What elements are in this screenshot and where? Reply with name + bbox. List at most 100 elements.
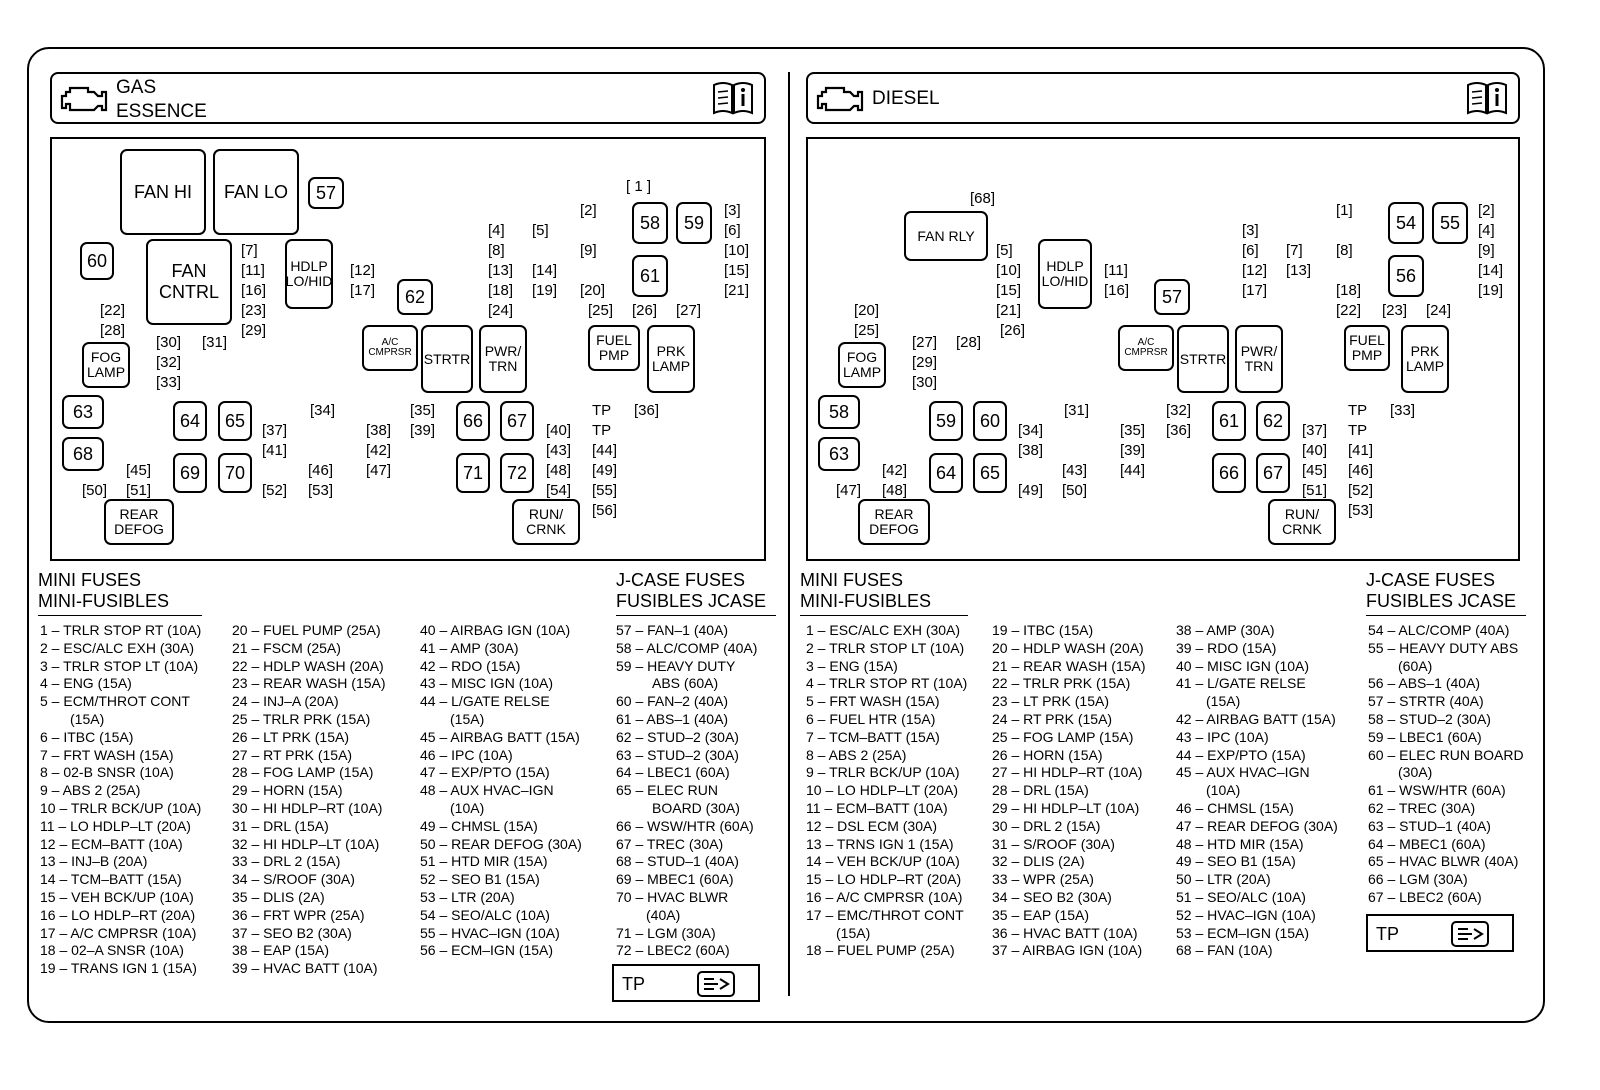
fuse-57: 57 (1154, 279, 1190, 315)
strtr-relay: STRTR (421, 325, 473, 393)
fuse-list-item: 11 – ECM–BATT (10A) (806, 799, 948, 816)
mini-fuse-label: [52] (1348, 482, 1374, 499)
mini-fuse-label: [48] (546, 462, 572, 479)
gas-tp-box: TP (612, 964, 760, 1002)
fuse-list-item: 34 – S/ROOF (30A) (232, 871, 355, 888)
fuse-list-item: 61 – WSW/HTR (60A) (1368, 782, 1506, 799)
underline (38, 615, 202, 616)
fuse-67: 67 (500, 401, 534, 441)
fuse-list-item: 66 – LGM (30A) (1368, 871, 1468, 888)
fuse-list-item: (10A) (1206, 782, 1241, 799)
fuse-list-item: 70 – HVAC BLWR (616, 888, 729, 905)
fuse-list-item: 38 – EAP (15A) (232, 942, 330, 959)
fuse-55: 55 (1432, 202, 1468, 244)
label-frame (27, 47, 1545, 1023)
fuse-list-item: 31 – S/ROOF (30A) (992, 835, 1115, 852)
fuse-54: 54 (1388, 202, 1424, 244)
mini-fuse-label: [49] (592, 462, 618, 479)
mini-fuse-label: [45] (126, 462, 152, 479)
fuse-66: 66 (456, 401, 490, 441)
fuse-list-item: 48 – AUX HVAC–IGN (420, 782, 554, 799)
fuse-list-item: 47 – EXP/PTO (15A) (420, 764, 550, 781)
mini-fuse-label: [53] (308, 482, 334, 499)
fuse-64: 64 (173, 401, 207, 441)
mini-fuse-label: [3] (724, 202, 741, 219)
pwr-trn-relay: PWR/TRN (1235, 325, 1283, 393)
fuse-61: 61 (1212, 401, 1246, 441)
mini-fuse-label: [53] (1348, 502, 1374, 519)
mini-fuse-label: [16] (1104, 282, 1130, 299)
mini-fuse-label: [19] (532, 282, 558, 299)
mini-fuse-label: [43] (1062, 462, 1088, 479)
mini-fuse-label: [15] (996, 282, 1022, 299)
mini-fuse-label: [49] (1018, 482, 1044, 499)
diesel-fuse-list-col4: 54 – ALC/COMP (40A)55 – HEAVY DUTY ABS(6… (1368, 622, 1543, 907)
mini-fuse-label: [39] (410, 422, 436, 439)
fuse-list-item: 15 – LO HDLP–RT (20A) (806, 871, 962, 888)
mini-fuse-label: [18] (1336, 282, 1362, 299)
mini-fuse-label: [12] (1242, 262, 1268, 279)
fuse-list-item: 30 – DRL 2 (15A) (992, 817, 1101, 834)
fuse-list-item: 11 – LO HDLP–LT (20A) (40, 817, 191, 834)
fuse-63: 63 (62, 395, 104, 429)
fuse-list-item: (60A) (1398, 657, 1433, 674)
center-divider (788, 72, 790, 996)
fuse-list-item: 13 – INJ–B (20A) (40, 853, 148, 870)
mini-fuse-label: [27] (912, 334, 938, 351)
mini-fuse-label: [1] (1336, 202, 1353, 219)
fuse-list-item: 19 – ITBC (15A) (992, 622, 1094, 638)
mini-fuse-label: [52] (262, 482, 288, 499)
fuse-list-item: 18 – FUEL PUMP (25A) (806, 942, 955, 959)
mini-fuse-label: [4] (1478, 222, 1495, 239)
fuse-62: 62 (1256, 401, 1290, 441)
fuse-list-item: BOARD (30A) (652, 799, 740, 816)
fuse-list-item: 20 – FUEL PUMP (25A) (232, 622, 381, 638)
underline (800, 615, 968, 616)
mini-fuse-label: [21] (996, 302, 1022, 319)
fuse-list-item: 60 – FAN–2 (40A) (616, 693, 729, 710)
fuse-list-item: 59 – LBEC1 (60A) (1368, 728, 1482, 745)
fuse-56: 56 (1388, 255, 1424, 297)
mini-fuse-label: [51] (1302, 482, 1328, 499)
fuse-list-item: 54 – SEO/ALC (10A) (420, 906, 550, 923)
mini-fuse-label: [7] (1286, 242, 1303, 259)
fuse-list-item: 8 – 02-B SNSR (10A) (40, 764, 174, 781)
mini-fuse-label: [23] (241, 302, 267, 319)
fuse-list-item: 56 – ECM–IGN (15A) (420, 942, 554, 959)
fuse-list-item: 67 – LBEC2 (60A) (1368, 888, 1482, 905)
mini-fuse-label: [26] (632, 302, 658, 319)
fuse-list-item: 55 – HEAVY DUTY ABS (1368, 639, 1519, 656)
fuse-list-item: 3 – ENG (15A) (806, 657, 898, 674)
mini-fuse-label: [4] (488, 222, 505, 239)
fuse-list-item: 21 – FSCM (25A) (232, 639, 341, 656)
mini-fuse-label: [54] (546, 482, 572, 499)
diesel-fuse-list-col1: 1 – ESC/ALC EXH (30A)2 – TRLR STOP LT (1… (806, 622, 991, 960)
fuse-list-item: (15A) (70, 710, 105, 727)
fuse-list-item: 43 – IPC (10A) (1176, 728, 1269, 745)
fuse-58: 58 (632, 202, 668, 244)
mini-fuse-label: [11] (241, 262, 265, 279)
mini-fuse-label: [46] (308, 462, 334, 479)
fuse-list-item: (15A) (836, 924, 871, 941)
mini-fuse-label: [21] (724, 282, 750, 299)
fuse-list-item: 63 – STUD–1 (40A) (1368, 817, 1491, 834)
mini-fuse-label: [32] (1166, 402, 1192, 419)
mini-fuse-label: [47] (366, 462, 392, 479)
mini-fuse-label: [18] (488, 282, 514, 299)
mini-fuse-label: [35] (1120, 422, 1146, 439)
mini-fuse-label: [9] (1478, 242, 1495, 259)
fuse-list-item: 5 – ECM/THROT CONT (40, 693, 190, 710)
mini-fuse-label: [3] (1242, 222, 1259, 239)
mini-fuse-label: [12] (350, 262, 376, 279)
tp-label: TP (1376, 924, 1400, 944)
run-crnk-relay: RUN/CRNK (512, 499, 580, 545)
mini-fuse-label: TP (1348, 422, 1368, 439)
mini-fuse-label: [30] (912, 374, 938, 391)
mini-fuse-label: [40] (1302, 442, 1328, 459)
fuse-list-item: 26 – HORN (15A) (992, 746, 1103, 763)
mini-fuse-label: [41] (262, 442, 288, 459)
pwr-trn-relay: PWR/TRN (479, 325, 527, 393)
mini-fuse-label: [24] (1426, 302, 1452, 319)
